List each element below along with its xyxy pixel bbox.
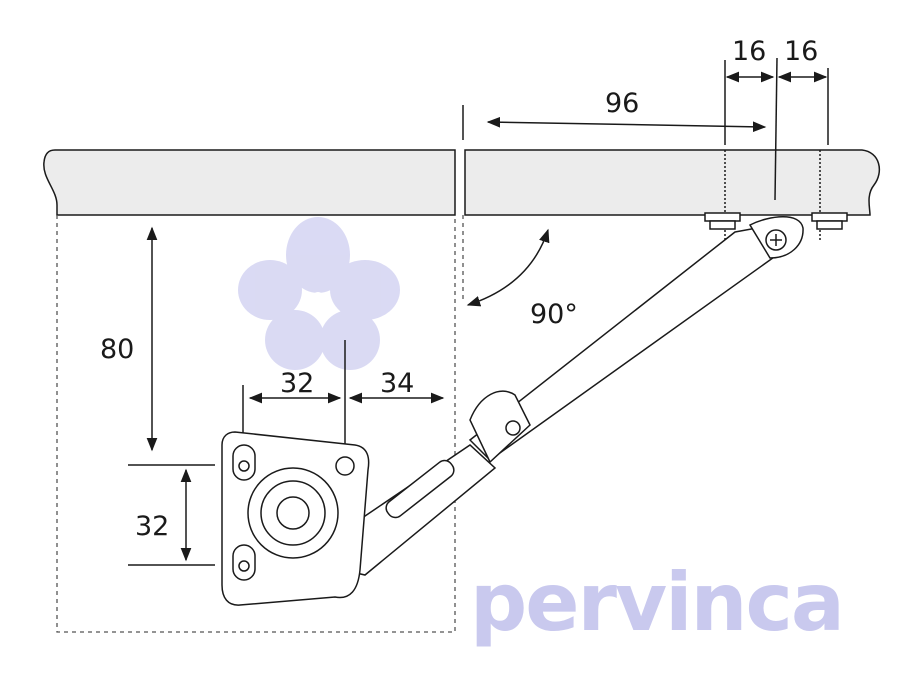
mounting-plate bbox=[221, 431, 370, 606]
dimension-96-label: 96 bbox=[605, 88, 639, 119]
dimension-32-vertical-label: 32 bbox=[135, 511, 169, 542]
dimension-80-label: 80 bbox=[100, 334, 134, 365]
dimension-16-left-label: 16 bbox=[732, 36, 766, 67]
dimension-16-right-label: 16 bbox=[784, 36, 818, 67]
top-dimension-lines bbox=[486, 57, 829, 240]
watermark-flower-icon bbox=[238, 217, 400, 370]
left-dimension-lines bbox=[128, 226, 445, 566]
watermark-text: pervinca bbox=[470, 556, 843, 649]
cabinet-side-dashed bbox=[56, 215, 456, 633]
dimension-32-horizontal-label: 32 bbox=[280, 368, 314, 399]
angle-arc bbox=[466, 228, 550, 307]
angle-label: 90° bbox=[530, 299, 578, 330]
cabinet-top-board bbox=[43, 149, 456, 216]
lid-board bbox=[464, 149, 881, 216]
dimension-34-label: 34 bbox=[380, 368, 414, 399]
